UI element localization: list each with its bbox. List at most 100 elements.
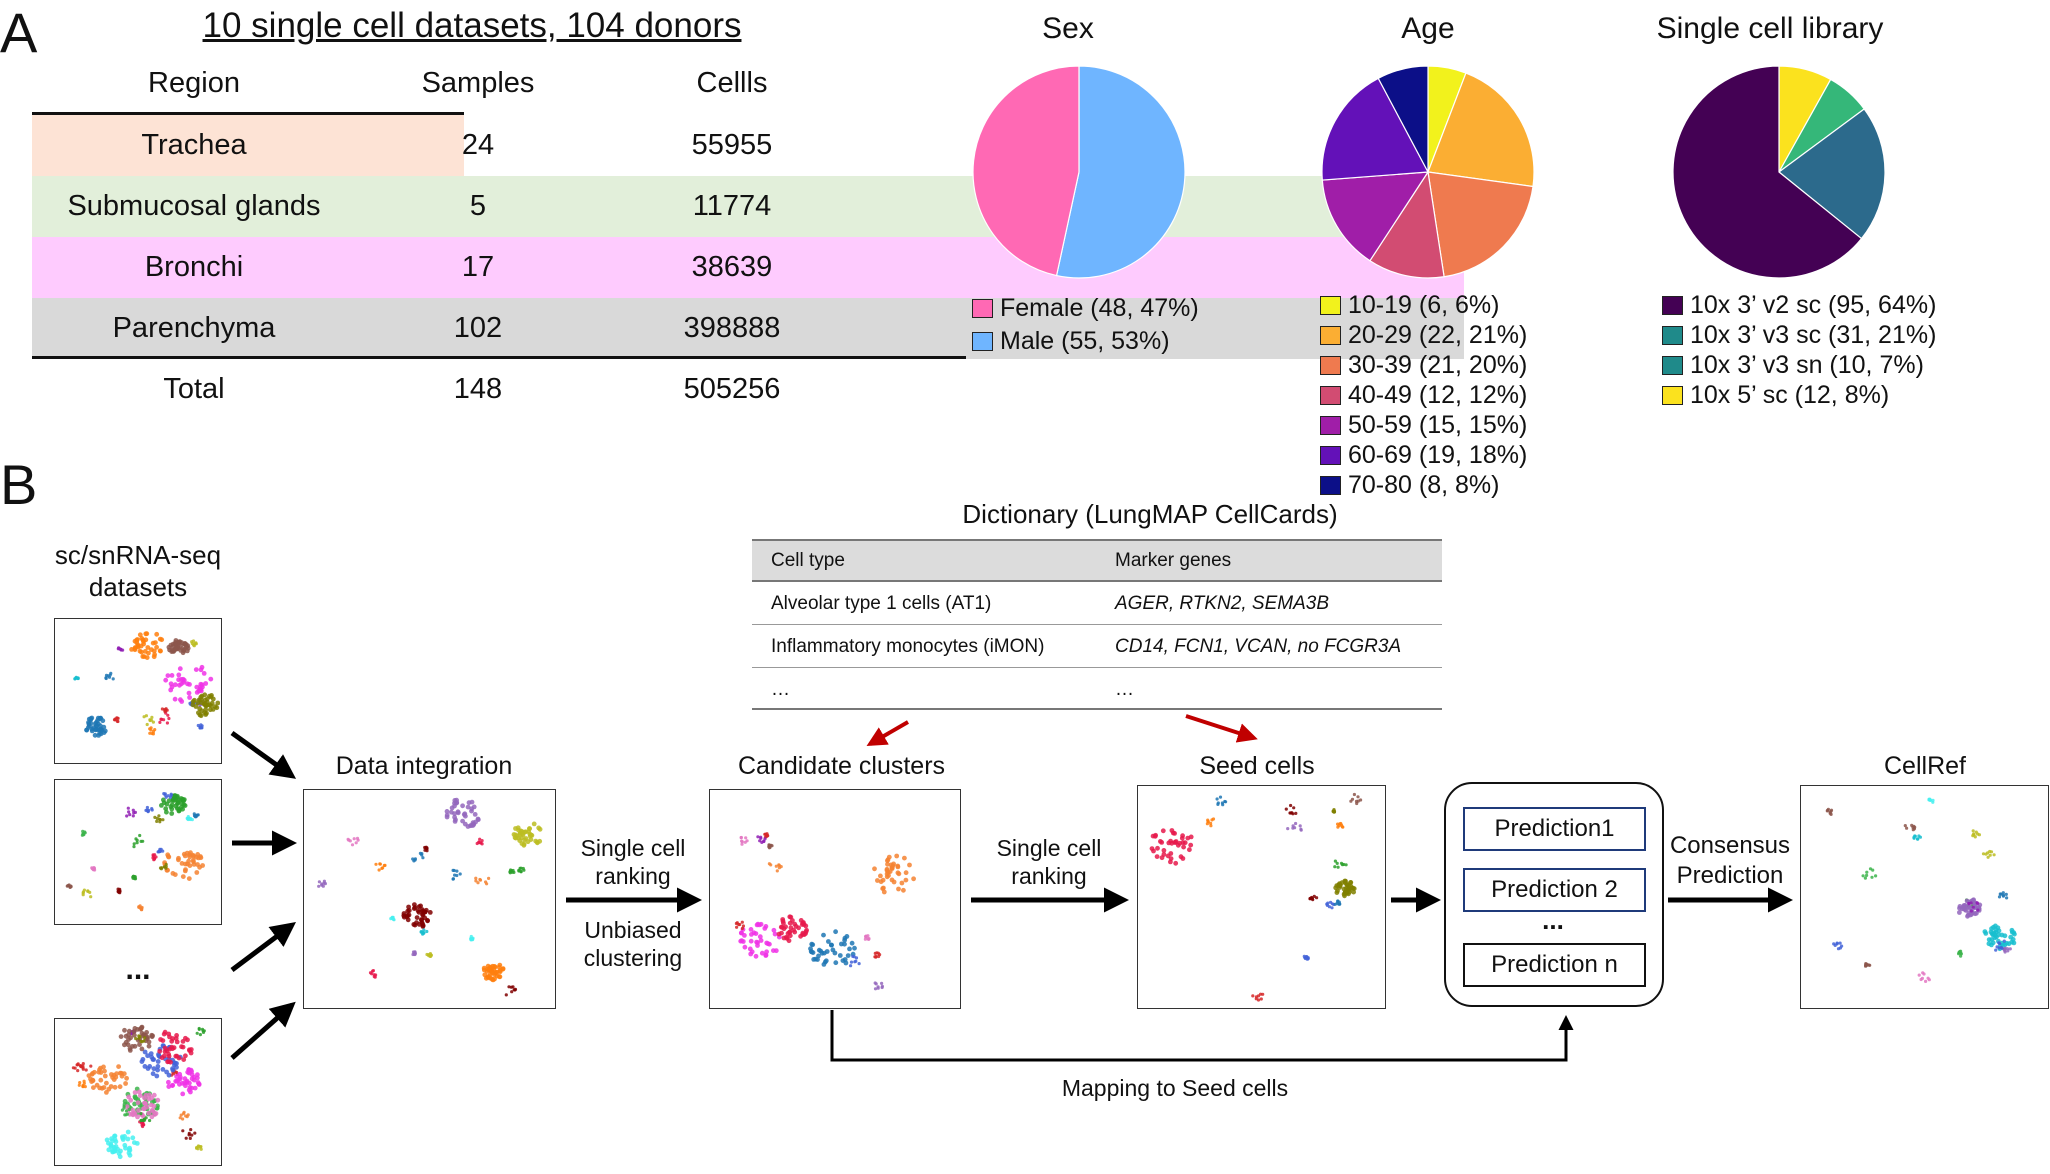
umap-point <box>67 883 71 887</box>
umap-point <box>178 1116 182 1120</box>
umap-point <box>2002 933 2008 939</box>
umap-point <box>1251 994 1255 998</box>
umap-point <box>84 1068 88 1072</box>
total-cells: 505256 <box>683 373 781 405</box>
umap-point <box>867 937 871 941</box>
umap-point <box>98 1077 104 1083</box>
umap-point <box>139 1039 143 1043</box>
umap-point <box>380 866 384 870</box>
umap-point <box>738 922 742 927</box>
consensus-label-1: Consensus <box>1669 832 1791 859</box>
umap-point <box>1331 809 1335 814</box>
umap-point <box>878 873 883 879</box>
umap-point <box>117 1084 123 1090</box>
umap-point <box>489 970 495 976</box>
umap-point <box>895 863 901 869</box>
umap-point <box>116 889 120 894</box>
umap-point <box>149 1114 155 1120</box>
umap-point <box>1169 828 1175 833</box>
umap-point <box>833 960 839 966</box>
umap-point <box>104 676 108 680</box>
umap-point <box>81 829 85 833</box>
umap-point <box>842 937 847 943</box>
umap-point <box>187 695 193 700</box>
umap-point <box>1865 873 1869 877</box>
umap-point <box>195 1080 201 1085</box>
umap-point <box>1289 803 1293 808</box>
umap-point <box>169 673 175 678</box>
header-region: Region <box>148 67 240 99</box>
umap-point <box>189 1072 195 1078</box>
legend-label: 50-59 (15, 15%) <box>1348 411 1528 439</box>
umap-point <box>194 684 200 690</box>
samples-cell: 24 <box>461 129 495 161</box>
legend-label: 10x 3’ v3 sc (31, 21%) <box>1690 321 1937 349</box>
umap-point <box>481 965 487 971</box>
umap-point <box>142 715 146 719</box>
umap-point <box>1340 825 1344 829</box>
umap-point <box>873 987 878 991</box>
umap-point <box>420 908 426 914</box>
umap-point <box>188 1089 193 1095</box>
table-title: 10 single cell datasets, 104 donors <box>202 6 742 45</box>
umap-point <box>155 1059 161 1064</box>
umap-point <box>1210 818 1214 822</box>
integration-umap <box>303 789 556 1009</box>
umap-point <box>462 811 468 817</box>
umap-point <box>2004 892 2008 896</box>
step1-label-clustering: clustering <box>583 945 683 971</box>
umap-point <box>1870 875 1874 879</box>
umap-point <box>1835 942 1839 946</box>
umap-point <box>198 694 204 700</box>
umap-point <box>166 794 170 798</box>
umap-point <box>774 864 778 868</box>
umap-point <box>194 641 198 645</box>
umap-point <box>167 716 171 721</box>
umap-point <box>184 1114 188 1118</box>
umap-point <box>128 813 132 817</box>
dataset-umap-2 <box>54 779 222 925</box>
umap-point <box>112 718 117 722</box>
umap-point <box>1216 802 1220 806</box>
umap-point <box>143 637 149 643</box>
umap-point <box>412 952 416 956</box>
umap-point <box>185 645 191 651</box>
umap-point <box>81 890 85 894</box>
umap-point <box>133 810 137 814</box>
umap-point <box>145 1053 150 1059</box>
umap-point <box>1333 902 1337 906</box>
umap-point <box>1160 828 1166 834</box>
umap-point <box>170 871 176 876</box>
umap-point <box>378 862 382 866</box>
umap-point <box>132 1043 138 1049</box>
umap-point <box>1342 862 1346 867</box>
consensus-label-2: Prediction <box>1676 862 1784 889</box>
umap-point <box>163 793 167 797</box>
umap-point <box>800 932 805 937</box>
umap-point <box>83 1085 87 1089</box>
umap-point <box>1981 852 1986 856</box>
umap-point <box>496 964 502 970</box>
umap-point <box>123 1081 128 1086</box>
umap-point <box>183 1053 188 1059</box>
umap-point <box>90 1077 96 1083</box>
header-cells: Cellls <box>696 67 768 99</box>
umap-point <box>510 990 514 994</box>
umap-point <box>1159 840 1165 845</box>
umap-point <box>492 976 497 982</box>
umap-point <box>170 1036 175 1041</box>
umap-point <box>130 1135 136 1141</box>
umap-point <box>102 1073 108 1079</box>
umap-point <box>89 1071 95 1077</box>
umap-point <box>89 895 93 899</box>
umap-point <box>120 1134 125 1140</box>
umap-point <box>864 935 868 939</box>
umap-point <box>803 923 809 929</box>
umap-point <box>531 821 537 827</box>
umap-point <box>1155 845 1160 851</box>
umap-point <box>187 1133 191 1137</box>
umap-point <box>902 855 907 861</box>
umap-point <box>1223 799 1227 804</box>
umap-point <box>1874 874 1878 878</box>
umap-point <box>95 715 101 721</box>
